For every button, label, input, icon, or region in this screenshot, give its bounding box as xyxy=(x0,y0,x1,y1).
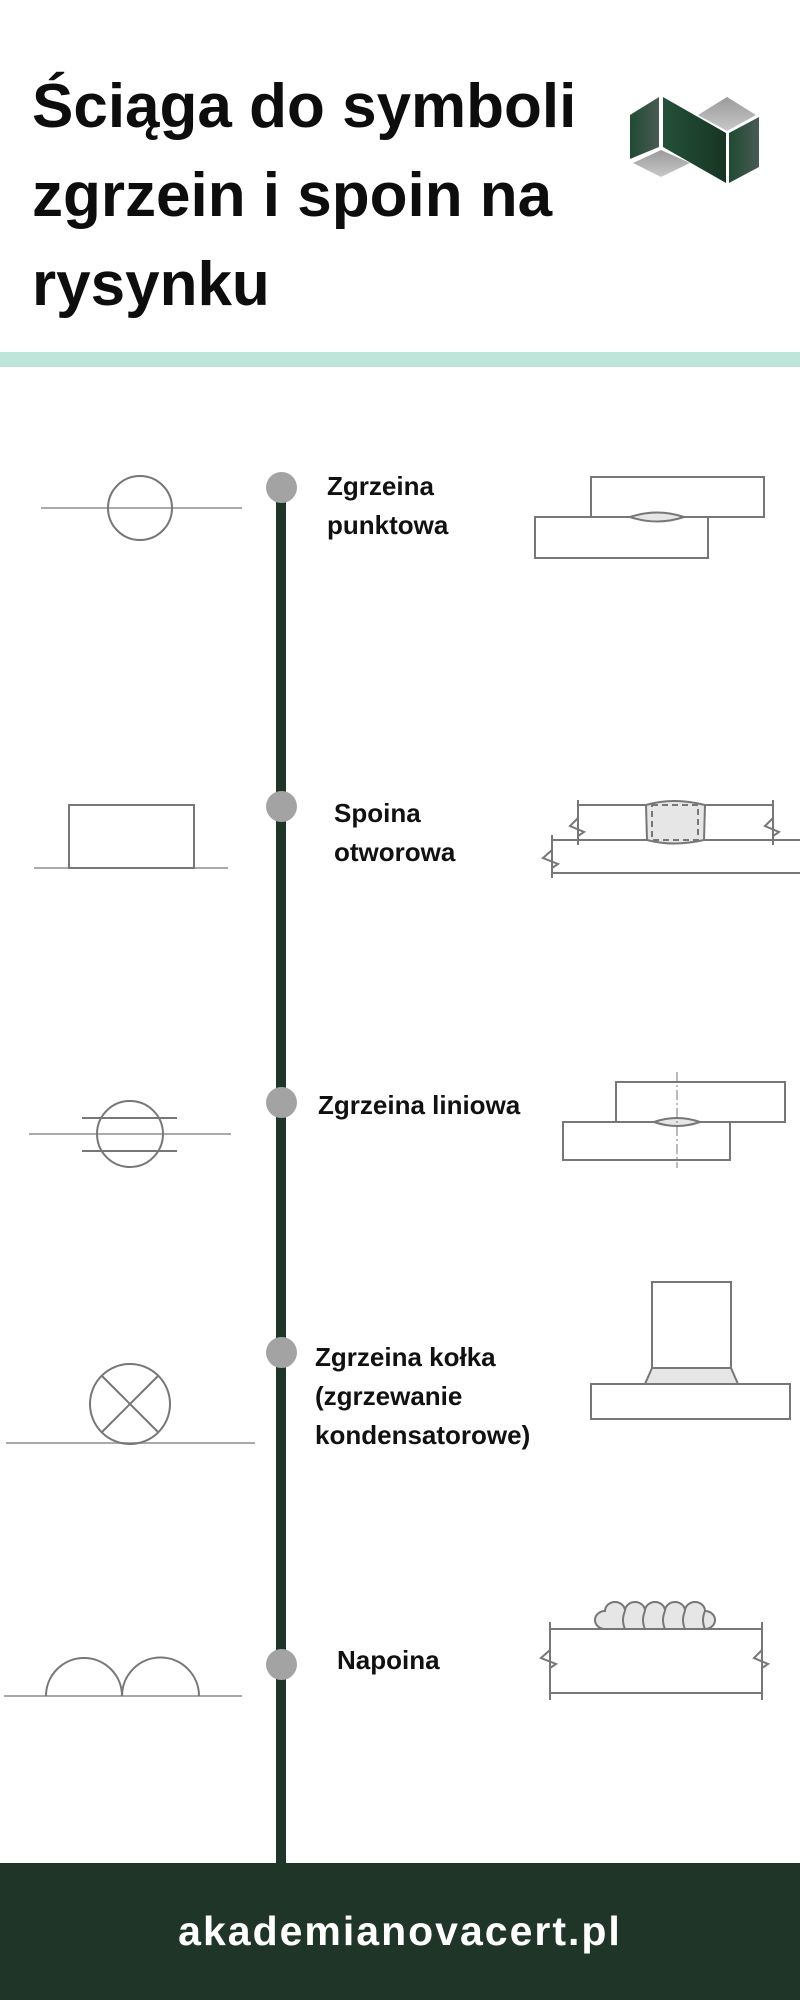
timeline-dot xyxy=(266,1087,297,1118)
item-label-surfacing: Napoina xyxy=(337,1645,440,1675)
spot-weld-symbol-icon xyxy=(41,475,242,541)
stud-weld-drawing-icon xyxy=(590,1281,791,1420)
footer: akademianovacert.pl xyxy=(0,1863,800,2000)
item-label-spot-weld: Zgrzeina punktowa xyxy=(327,471,449,540)
seam-weld-symbol-icon xyxy=(29,1100,231,1168)
footer-site-link[interactable]: akademianovacert.pl xyxy=(178,1908,622,1954)
surfacing-drawing-icon xyxy=(539,1601,771,1700)
surfacing-symbol-icon xyxy=(4,1656,242,1697)
spot-weld-drawing-icon xyxy=(534,476,765,559)
plug-weld-symbol-icon xyxy=(34,804,228,869)
timeline-dot xyxy=(266,1337,297,1368)
seam-weld-drawing-icon xyxy=(562,1072,786,1168)
page-title: Ściąga do symboli zgrzein i spoin na rys… xyxy=(32,72,577,319)
timeline-dot xyxy=(266,791,297,822)
item-label-plug-weld: Spoina otworowa xyxy=(334,798,456,867)
stud-weld-symbol-icon xyxy=(6,1363,255,1445)
timeline-dot xyxy=(266,472,297,503)
timeline-dot xyxy=(266,1649,297,1680)
divider-band xyxy=(0,352,800,367)
cubes-logo-icon xyxy=(630,97,759,183)
plug-weld-drawing-icon xyxy=(541,800,800,878)
item-label-stud-weld: Zgrzeina kołka (zgrzewanie kondensatorow… xyxy=(315,1342,531,1450)
item-label-seam-weld: Zgrzeina liniowa xyxy=(318,1090,521,1120)
timeline-line xyxy=(276,485,286,1865)
